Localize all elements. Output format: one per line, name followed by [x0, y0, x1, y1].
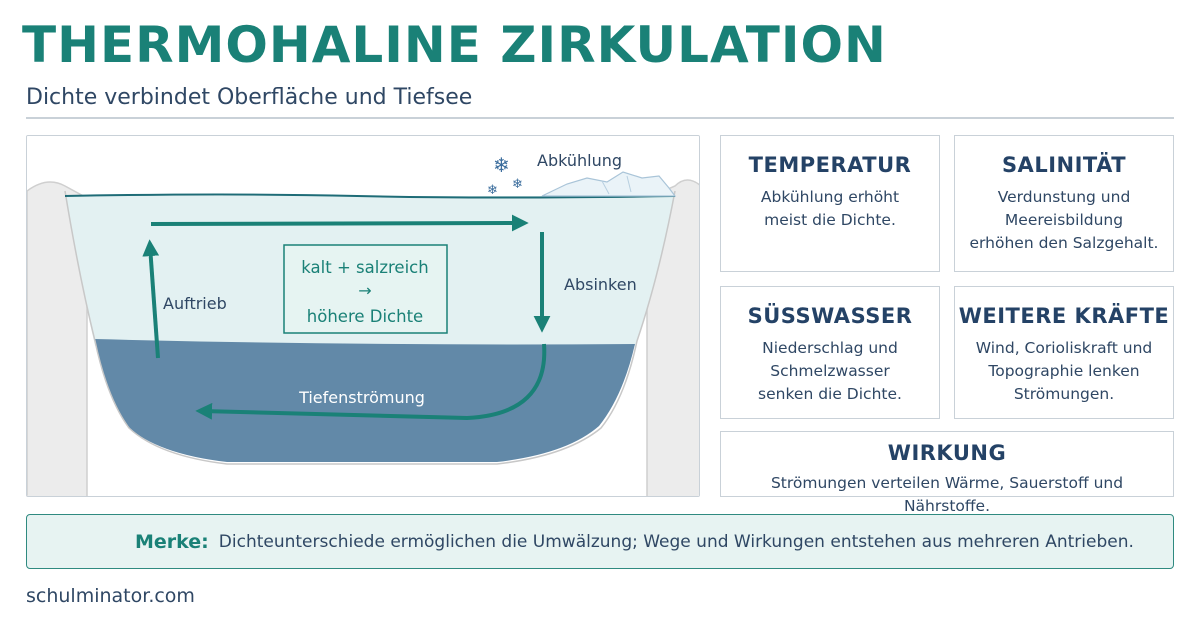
header-divider: [26, 117, 1174, 119]
card-title: SALINITÄT: [1001, 153, 1127, 177]
card-line: Wind, Corioliskraft und: [975, 339, 1153, 357]
card-salinitaet: SALINITÄT Verdunstung und Meereisbildung…: [954, 135, 1174, 272]
ice-floe: [541, 171, 677, 197]
merke-box: Merke: Dichteunterschiede ermöglichen di…: [26, 514, 1174, 569]
card-text: Abkühlung erhöht meist die Dichte.: [721, 186, 939, 232]
density-box: [283, 244, 448, 334]
sinking-label: Absinken: [564, 275, 637, 294]
card-line: meist die Dichte.: [764, 211, 896, 229]
cooling-label: Abkühlung: [537, 151, 622, 170]
card-line: Schmelzwasser: [770, 362, 890, 380]
water-surface: [64, 193, 676, 199]
density-box-line2: höhere Dichte: [307, 307, 423, 326]
footer-site[interactable]: schulminator.com: [26, 585, 195, 607]
page-title: THERMOHALINE ZIRKULATION: [22, 16, 887, 74]
card-line: Topographie lenken: [988, 362, 1140, 380]
ocean-basin-illustration: ❄ ❄ ❄ kalt + salzreich → höhere Dichte A…: [27, 136, 699, 496]
card-suesswasser: SÜSSWASSER Niederschlag und Schmelzwasse…: [720, 286, 940, 419]
density-box-arrow: →: [358, 281, 371, 300]
merke-label: Merke:: [135, 530, 209, 553]
snowflake-icon: ❄: [512, 177, 523, 192]
card-wirkung: WIRKUNG Strömungen verteilen Wärme, Saue…: [720, 431, 1174, 515]
card-text: Wind, Corioliskraft und Topographie lenk…: [955, 337, 1173, 406]
snowflake-icon: ❄: [487, 183, 498, 198]
card-line: Meereisbildung: [1004, 211, 1124, 229]
ocean-diagram: ❄ ❄ ❄ kalt + salzreich → höhere Dichte A…: [26, 135, 700, 497]
snowflake-icon: ❄: [493, 153, 510, 177]
upwelling-label: Auftrieb: [163, 294, 227, 313]
deep-water: [95, 339, 635, 462]
card-title: SÜSSWASSER: [747, 304, 913, 328]
card-temperatur: TEMPERATUR Abkühlung erhöht meist die Di…: [720, 135, 940, 272]
card-line: erhöhen den Salzgehalt.: [969, 234, 1159, 252]
card-line: Niederschlag und: [762, 339, 898, 357]
surface-current-arrow: [150, 214, 529, 232]
deep-current-label: Tiefenströmung: [298, 388, 425, 407]
left-rock: [27, 181, 88, 496]
card-text: Niederschlag und Schmelzwasser senken di…: [721, 337, 939, 406]
card-line: senken die Dichte.: [758, 385, 902, 403]
card-weitere-kraefte: WEITERE KRÄFTE Wind, Corioliskraft und T…: [954, 286, 1174, 419]
basin-outline: [64, 190, 676, 465]
merke-text: Dichteunterschiede ermöglichen die Umwäl…: [218, 531, 1134, 552]
card-line: Verdunstung und: [997, 188, 1131, 206]
card-title: WEITERE KRÄFTE: [958, 304, 1170, 328]
page-subtitle: Dichte verbindet Oberfläche und Tiefsee: [26, 85, 473, 110]
card-line: Abkühlung erhöht: [760, 188, 900, 206]
card-title: TEMPERATUR: [748, 153, 912, 177]
card-line: Strömungen verteilen Wärme, Sauerstoff u…: [770, 474, 1124, 515]
upwelling-arrow: [142, 239, 160, 359]
card-text: Strömungen verteilen Wärme, Sauerstoff u…: [721, 472, 1173, 518]
density-box-line1: kalt + salzreich: [301, 258, 428, 277]
card-line: Strömungen.: [1013, 385, 1115, 403]
card-text: Verdunstung und Meereisbildung erhöhen d…: [955, 186, 1173, 255]
deep-current-arrow: [195, 343, 547, 421]
card-title: WIRKUNG: [887, 441, 1007, 465]
